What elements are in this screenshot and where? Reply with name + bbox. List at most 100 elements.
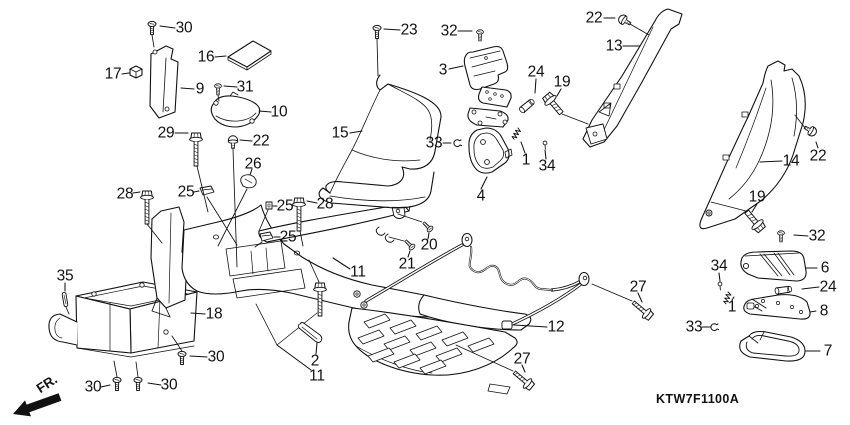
leader-line bbox=[513, 324, 548, 328]
part-callout-31: 31 bbox=[236, 78, 254, 96]
diagram-code: KTW7F1100A bbox=[656, 392, 740, 406]
part-callout-24: 24 bbox=[527, 63, 545, 81]
part-7-pillion-step-lower bbox=[739, 330, 806, 362]
leader-line bbox=[258, 110, 272, 113]
leader-line bbox=[718, 272, 721, 282]
part-callout-9: 9 bbox=[195, 80, 205, 98]
part-callout-12: 12 bbox=[547, 318, 565, 336]
leader-line bbox=[427, 232, 430, 240]
part-callout-18: 18 bbox=[205, 305, 223, 323]
leader-line bbox=[276, 344, 312, 371]
part-10-lid bbox=[210, 91, 261, 128]
part-callout-19: 19 bbox=[748, 188, 766, 206]
part-callout-35: 35 bbox=[56, 267, 74, 285]
part-callout-34: 34 bbox=[710, 257, 728, 275]
part-35-pin bbox=[61, 291, 69, 308]
leader-line bbox=[521, 364, 526, 373]
leader-line bbox=[159, 25, 176, 29]
part-callout-2: 2 bbox=[310, 352, 320, 370]
leader-line bbox=[534, 78, 537, 94]
leader-line bbox=[480, 176, 488, 190]
leader-line bbox=[189, 355, 208, 358]
part-callout-30: 30 bbox=[84, 378, 102, 396]
part-callout-20: 20 bbox=[420, 236, 438, 254]
part-16-pad bbox=[227, 40, 272, 71]
leader-line bbox=[793, 234, 809, 237]
part-callout-13: 13 bbox=[605, 37, 623, 55]
leader-line bbox=[751, 203, 758, 213]
part-callout-11: 11 bbox=[350, 263, 366, 281]
leader-line bbox=[407, 250, 411, 258]
assembly-leader-lines bbox=[65, 23, 806, 378]
part-callout-32: 32 bbox=[440, 22, 458, 40]
leader-line bbox=[180, 87, 195, 90]
leader-line bbox=[383, 28, 401, 31]
fr-direction-label: FR. bbox=[33, 371, 61, 397]
leader-line bbox=[759, 160, 783, 163]
part-13-side-panel-left bbox=[582, 8, 683, 148]
part-callout-33: 33 bbox=[685, 318, 703, 336]
part-callout-27: 27 bbox=[513, 350, 531, 368]
part-17-cube-nut bbox=[129, 65, 143, 79]
part-callout-4: 4 bbox=[476, 187, 486, 205]
leader-line bbox=[190, 312, 206, 315]
part-callout-22: 22 bbox=[252, 132, 270, 150]
part-callout-19: 19 bbox=[553, 73, 571, 91]
part-callout-30: 30 bbox=[160, 376, 178, 394]
part-callout-6: 6 bbox=[820, 259, 830, 277]
leader-line bbox=[815, 141, 819, 149]
leader-line bbox=[306, 200, 318, 204]
leader-line bbox=[520, 141, 526, 154]
part-callout-7: 7 bbox=[823, 342, 833, 360]
part-6-pillion-step-upper bbox=[740, 250, 807, 282]
part-callout-17: 17 bbox=[104, 65, 122, 83]
part-26-clip bbox=[240, 174, 257, 189]
leader-line bbox=[249, 168, 253, 176]
part-callout-34: 34 bbox=[538, 157, 556, 175]
part-callout-11: 11 bbox=[309, 367, 325, 385]
part-callout-1: 1 bbox=[521, 151, 531, 169]
part-callout-30: 30 bbox=[175, 19, 193, 37]
part-callout-15: 15 bbox=[331, 124, 349, 142]
part-callout-3: 3 bbox=[438, 61, 448, 79]
part-callout-23: 23 bbox=[400, 21, 418, 39]
part-callout-28: 28 bbox=[116, 185, 134, 203]
leader-line bbox=[349, 130, 363, 134]
leader-line bbox=[637, 292, 643, 303]
part-2-strip bbox=[297, 322, 323, 343]
part-3-step-upper bbox=[463, 45, 509, 91]
leader-line bbox=[315, 342, 318, 355]
part-callout-32: 32 bbox=[808, 227, 826, 245]
part-callout-25: 25 bbox=[276, 197, 294, 215]
part-callout-25: 25 bbox=[177, 183, 195, 201]
leader-line bbox=[223, 85, 238, 88]
part-callout-30: 30 bbox=[207, 348, 225, 366]
part-callout-8: 8 bbox=[819, 302, 829, 320]
part-callout-24: 24 bbox=[819, 278, 837, 296]
part-25-clip-c bbox=[259, 231, 274, 242]
fr-direction-arrow bbox=[13, 393, 62, 417]
leader-line bbox=[193, 190, 200, 193]
leader-line bbox=[801, 286, 820, 290]
part-callout-25: 25 bbox=[279, 228, 297, 246]
part-callout-10: 10 bbox=[270, 103, 288, 121]
part-12-step-board bbox=[348, 233, 590, 395]
part-callout-33: 33 bbox=[425, 134, 443, 152]
part-callout-27: 27 bbox=[629, 278, 647, 296]
leader-line bbox=[448, 65, 464, 70]
part-5-step-bracket bbox=[467, 86, 512, 128]
leader-line bbox=[239, 139, 253, 142]
part-callout-22: 22 bbox=[809, 147, 827, 165]
leader-line bbox=[214, 55, 227, 58]
part-9-plate bbox=[149, 45, 179, 119]
part-callout-22: 22 bbox=[585, 9, 603, 27]
part-callout-26: 26 bbox=[244, 155, 262, 173]
part-callout-14: 14 bbox=[782, 152, 800, 170]
leader-line bbox=[556, 88, 562, 97]
part-callout-29: 29 bbox=[157, 124, 175, 142]
leader-line bbox=[809, 310, 817, 313]
leader-line bbox=[100, 384, 111, 388]
